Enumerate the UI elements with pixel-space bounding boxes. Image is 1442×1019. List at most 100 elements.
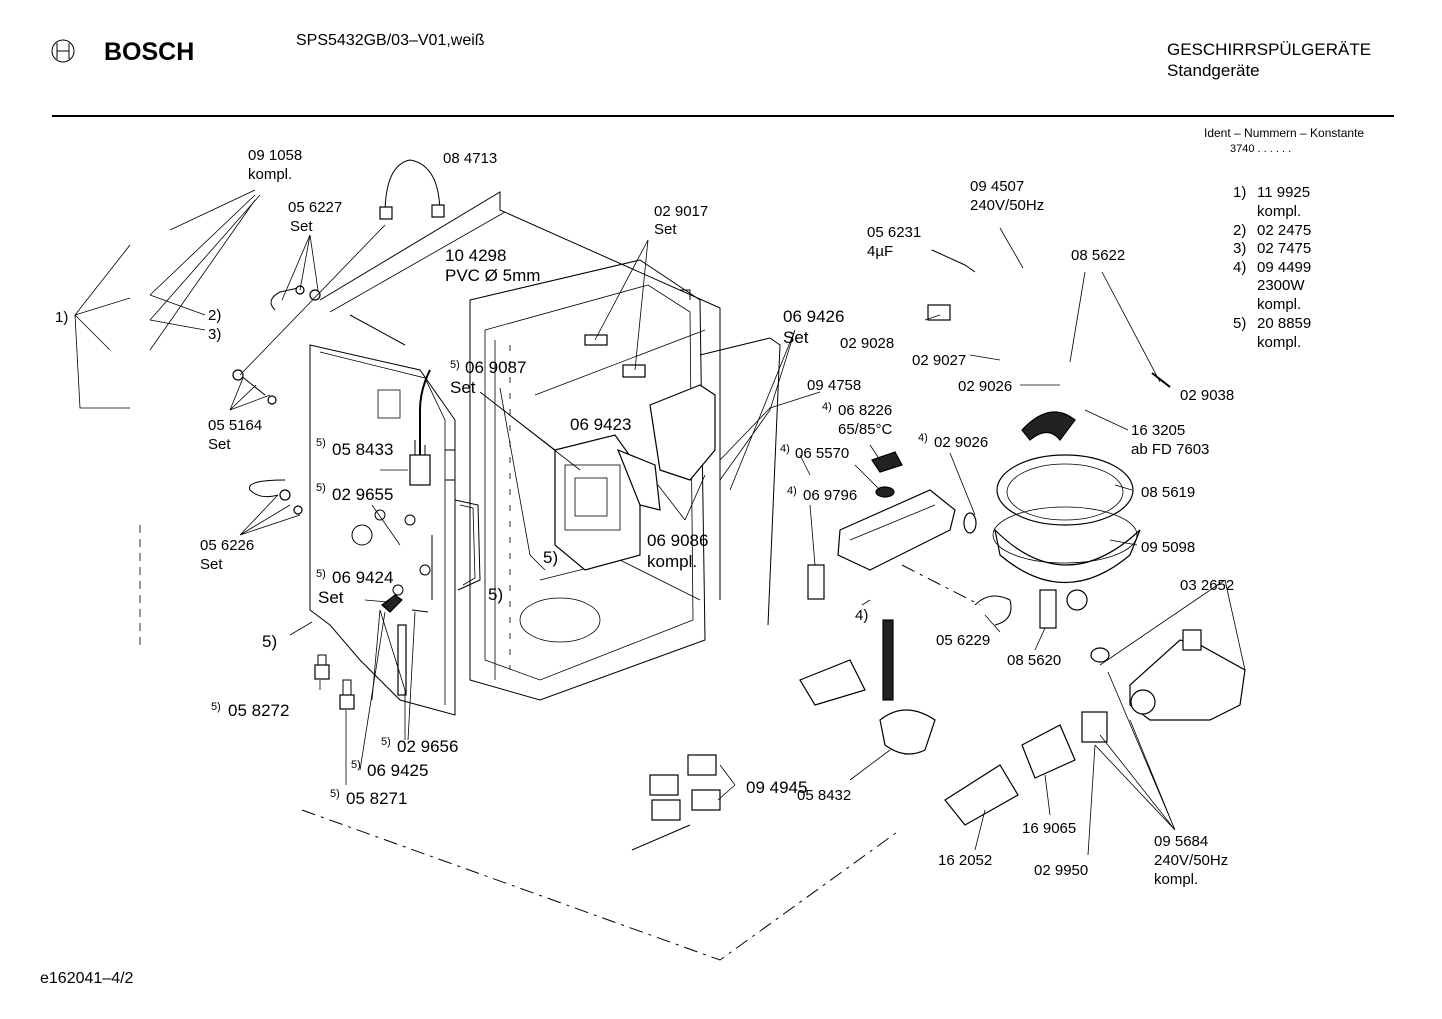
label-029027: 02 9027 [912,352,966,369]
label-069086-b: kompl. [647,552,697,571]
lock-part [381,594,429,696]
label-058432: 05 8432 [797,787,851,804]
label-068226-b: 65/85°C [838,421,893,438]
small-hose-part [270,285,321,311]
callout-labels: 09 1058 kompl. 08 4713 05 6227 Set 10 42… [55,147,1234,888]
model-number: SPS5432GB/03–V01,weiß [296,32,485,49]
hose-5-6229 [974,595,1012,626]
label-056231: 05 6231 [867,224,921,241]
label-095684-c: kompl. [1154,871,1198,888]
label-094945: 09 4945 [746,778,807,797]
label-069086: 06 9086 [647,531,708,550]
label-069796: 06 9796 [803,487,857,504]
tub-body [319,191,721,701]
switch-part [409,440,431,486]
inlet-connector-parts [944,711,1108,826]
label-085619: 08 5619 [1141,484,1195,501]
label-029026b: 02 9026 [934,434,988,451]
label-029655: 02 9655 [332,485,393,504]
label-084713: 08 4713 [443,150,497,167]
assembly-outline [301,809,901,961]
label-069425: 06 9425 [367,761,428,780]
label-068226: 06 8226 [838,402,892,419]
label-094507-b: 240V/50Hz [970,197,1044,214]
label-029038: 02 9038 [1180,387,1234,404]
label-091058-b: kompl. [248,166,292,183]
label-069426-b: Set [783,328,809,347]
label-029655-ref: 5) [316,482,326,494]
label-029656-ref: 5) [381,736,391,748]
wiring-harness-part [631,754,721,851]
label-069796-ref: 4) [787,485,797,497]
legend-text-3: 02 7475 [1257,240,1311,257]
legend-text-4: 09 4499 [1257,259,1311,276]
legend-num-4: 4) [1233,259,1246,276]
clip-part [927,304,951,321]
label-163205-b: ab FD 7603 [1131,441,1209,458]
dispenser-part [554,434,641,571]
label-069424-ref: 5) [316,568,326,580]
ref-5-dispenser: 5) [543,548,558,567]
socket-parts [314,654,355,710]
drain-hose-part [248,479,303,515]
label-069425-ref: 5) [351,759,361,771]
label-058272: 05 8272 [228,701,289,720]
label-094507: 09 4507 [970,178,1024,195]
ref-5-seal: 5) [488,585,503,604]
label-095684: 09 5684 [1154,833,1208,850]
label-058433-ref: 5) [316,437,326,449]
label-094758: 09 4758 [807,377,861,394]
legend-num-2: 2) [1233,222,1246,239]
legend-num-1: 1) [1233,184,1246,201]
rinse-aid-part [616,384,716,511]
bosch-logo: BOSCH [51,38,194,66]
label-056231-b: 4µF [867,243,893,260]
legend-text-1b: kompl. [1257,203,1301,220]
label-169065: 16 9065 [1022,820,1076,837]
door-panel [309,344,456,716]
category-title: GESCHIRRSPÜLGERÄTE [1167,40,1371,59]
label-056226: 05 6226 [200,537,254,554]
label-058271: 05 8271 [346,789,407,808]
leader-lines [74,189,1246,856]
pressure-switch-part [799,619,936,755]
legend: 1) 11 9925 kompl. 2) 02 2475 3) 02 7475 … [1233,184,1311,351]
ident-value: 3740 . . . . . . [1230,143,1291,155]
label-029656: 02 9656 [397,737,458,756]
label-032652: 03 2652 [1180,577,1234,594]
legend-text-1: 11 9925 [1257,184,1310,201]
ref-1: 1) [55,309,68,326]
label-069423: 06 9423 [570,415,631,434]
ref-2: 2) [208,307,221,324]
label-095684-b: 240V/50Hz [1154,852,1228,869]
label-069424: 06 9424 [332,568,393,587]
bracket-part [584,334,646,378]
capacitor-part [931,249,976,273]
label-058271-ref: 5) [330,788,340,800]
brand-name: BOSCH [104,38,194,66]
heater-part [807,489,977,600]
legend-text-4b: 2300W [1257,277,1305,294]
label-065570-ref: 4) [780,443,790,455]
ref-4-heater: 4) [855,607,868,624]
label-029017-b: Set [654,221,677,238]
door-seal [454,499,481,591]
label-055164: 05 5164 [208,417,262,434]
label-056227: 05 6227 [288,199,342,216]
legend-num-5: 5) [1233,315,1246,332]
sump-assembly [992,411,1141,629]
label-055164-b: Set [208,436,231,453]
label-056229: 05 6229 [936,632,990,649]
label-091058: 09 1058 [248,147,302,164]
label-069426: 06 9426 [783,307,844,326]
label-029028: 02 9028 [840,335,894,352]
label-104298-b: PVC Ø 5mm [445,266,540,285]
legend-num-3: 3) [1233,240,1246,257]
thermostat-part [871,451,903,498]
label-056227-b: Set [290,218,313,235]
tub-seal-strip [699,337,781,626]
label-162052: 16 2052 [938,852,992,869]
label-085622: 08 5622 [1071,247,1125,264]
label-029950: 02 9950 [1034,862,1088,879]
label-085620: 08 5620 [1007,652,1061,669]
